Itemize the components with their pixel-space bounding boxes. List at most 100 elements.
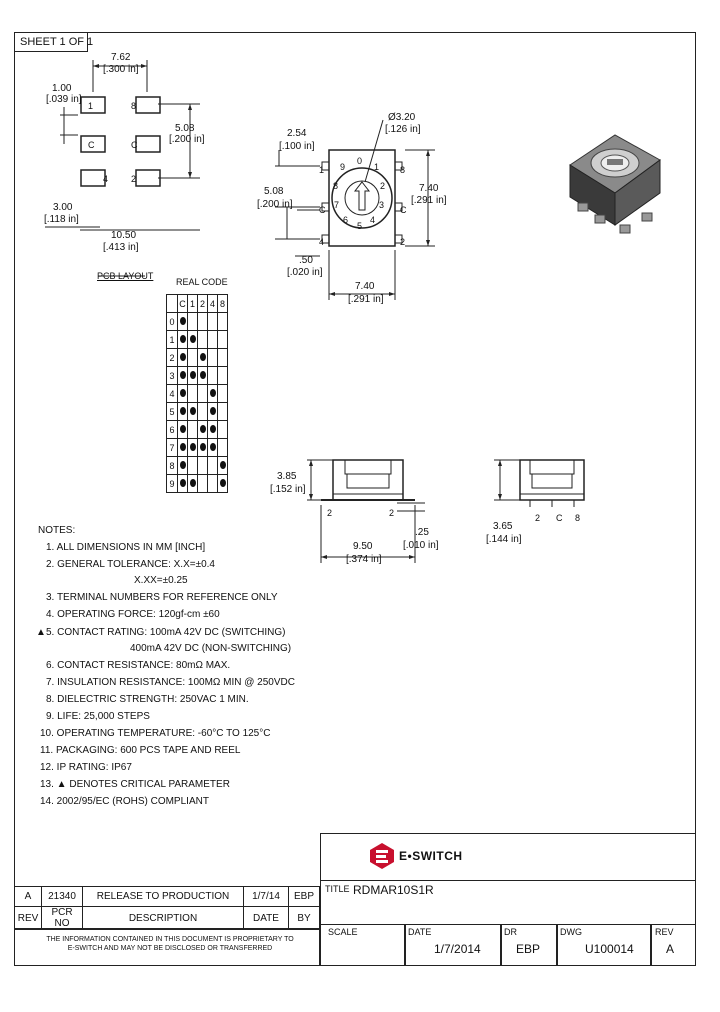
contact-dot: [189, 406, 196, 415]
top-pin-label: 1: [319, 165, 325, 175]
dial-number: 6: [343, 215, 349, 225]
contact-dot: [179, 478, 186, 487]
real-code-row: 7: [166, 438, 228, 457]
top-view-drawing: [275, 119, 435, 300]
top-dim-5-08: 5.08: [264, 186, 284, 197]
pcb-dim-1-00-in: [.039 in]: [46, 94, 82, 105]
scale-label: SCALE: [328, 927, 358, 937]
pcr-header: PCR NO: [41, 906, 83, 930]
title-label: TITLE: [325, 884, 350, 894]
real-code-cell: [197, 402, 208, 421]
top-dim-0-50: .50: [299, 255, 313, 266]
revision-table: A 21340 RELEASE TO PRODUCTION 1/7/14 EBP…: [14, 886, 320, 930]
real-code-position: 6: [166, 420, 178, 439]
notes-heading: NOTES:: [38, 525, 76, 536]
real-code-cell: [177, 456, 188, 475]
real-code-corner: [166, 294, 178, 313]
real-code-cell: [217, 456, 228, 475]
contact-dot: [189, 478, 196, 487]
real-code-cell: [197, 366, 208, 385]
real-code-cell: [207, 474, 218, 493]
top-dim-diameter: Ø3.20: [388, 112, 416, 123]
side-dim-9-50-in: [.374 in]: [346, 554, 382, 565]
contact-dot: [189, 370, 196, 379]
real-code-cell: [187, 474, 198, 493]
dial-number: 8: [333, 181, 339, 191]
note-item: 8. DIELECTRIC STRENGTH: 250VAC 1 MIN.: [46, 694, 249, 705]
real-code-header: 4: [207, 294, 218, 313]
real-code-cell: [177, 330, 188, 349]
real-code-cell: [187, 438, 198, 457]
pcb-dim-3-00: 3.00: [53, 202, 73, 213]
real-code-cell: [187, 384, 198, 403]
note-item: 6. CONTACT RESISTANCE: 80mΩ MAX.: [46, 660, 231, 671]
real-code-row: 1: [166, 330, 228, 349]
dial-number: 7: [334, 200, 340, 210]
real-code-row: 5: [166, 402, 228, 421]
top-dim-2-54-in: [.100 in]: [279, 141, 315, 152]
real-code-cell: [197, 420, 208, 439]
contact-dot: [199, 352, 206, 361]
real-code-row: 8: [166, 456, 228, 475]
by-cell: EBP: [288, 886, 320, 907]
side-dim-3-85: 3.85: [277, 471, 297, 482]
real-code-cell: [207, 438, 218, 457]
real-code-cell: [197, 438, 208, 457]
date-label: DATE: [408, 927, 432, 937]
real-code-cell: [217, 348, 228, 367]
drawing-title: RDMAR10S1R: [353, 883, 434, 897]
contact-dot: [189, 334, 196, 343]
end-view-drawing: [494, 459, 585, 507]
real-code-cell: [217, 402, 228, 421]
contact-dot: [209, 406, 216, 415]
pcb-dim-10-50: 10.50: [111, 230, 137, 241]
sheet-label-box: SHEET 1 OF 1: [14, 32, 93, 52]
top-dim-0-50-in: [.020 in]: [287, 267, 323, 278]
real-code-cell: [197, 456, 208, 475]
note-item: 10. OPERATING TEMPERATURE: -60°C TO 125°…: [40, 728, 271, 739]
real-code-cell: [197, 474, 208, 493]
real-code-cell: [217, 330, 228, 349]
end-dim-3-65-in: [.144 in]: [486, 534, 522, 545]
drawn-by-label: DR: [504, 927, 517, 937]
note-item: 14. 2002/95/EC (ROHS) COMPLIANT: [40, 796, 209, 807]
real-code-cell: [217, 366, 228, 385]
end-pin-label: 8: [575, 513, 581, 523]
real-code-cell: [177, 366, 188, 385]
contact-dot: [179, 370, 186, 379]
real-code-position: 9: [166, 474, 178, 493]
real-code-cell: [217, 474, 228, 493]
dial-number: 2: [380, 181, 386, 191]
real-code-position: 1: [166, 330, 178, 349]
real-code-cell: [217, 420, 228, 439]
pcb-pad-label: 2: [131, 174, 137, 184]
real-code-cell: [207, 330, 218, 349]
side-dim-3-85-in: [.152 in]: [270, 484, 306, 495]
drawn-by: EBP: [516, 942, 541, 956]
real-code-row: 4: [166, 384, 228, 403]
proprietary-notice: THE INFORMATION CONTAINED IN THIS DOCUME…: [46, 936, 294, 952]
pcb-layout-drawing: [45, 60, 200, 277]
pcb-dim-7-62-in: [.300 in]: [103, 64, 139, 75]
real-code-cell: [207, 456, 218, 475]
contact-dot: [179, 424, 186, 433]
real-code-row: 3: [166, 366, 228, 385]
side-view-drawing: [307, 459, 425, 563]
side-pin-label: 2: [389, 508, 395, 518]
real-code-header: C: [177, 294, 188, 313]
date-header: DATE: [243, 906, 289, 930]
real-code-cell: [217, 312, 228, 331]
contact-dot: [209, 424, 216, 433]
real-code-position: 5: [166, 402, 178, 421]
real-code-cell: [207, 312, 218, 331]
drawing-date: 1/7/2014: [434, 942, 481, 956]
contact-dot: [219, 478, 226, 487]
real-code-position: 2: [166, 348, 178, 367]
contact-dot: [179, 316, 186, 325]
note-item: 5. CONTACT RATING: 100mA 42V DC (SWITCHI…: [46, 627, 286, 638]
contact-dot: [219, 460, 226, 469]
real-code-position: 4: [166, 384, 178, 403]
real-code-cell: [207, 366, 218, 385]
real-code-row: 6: [166, 420, 228, 439]
